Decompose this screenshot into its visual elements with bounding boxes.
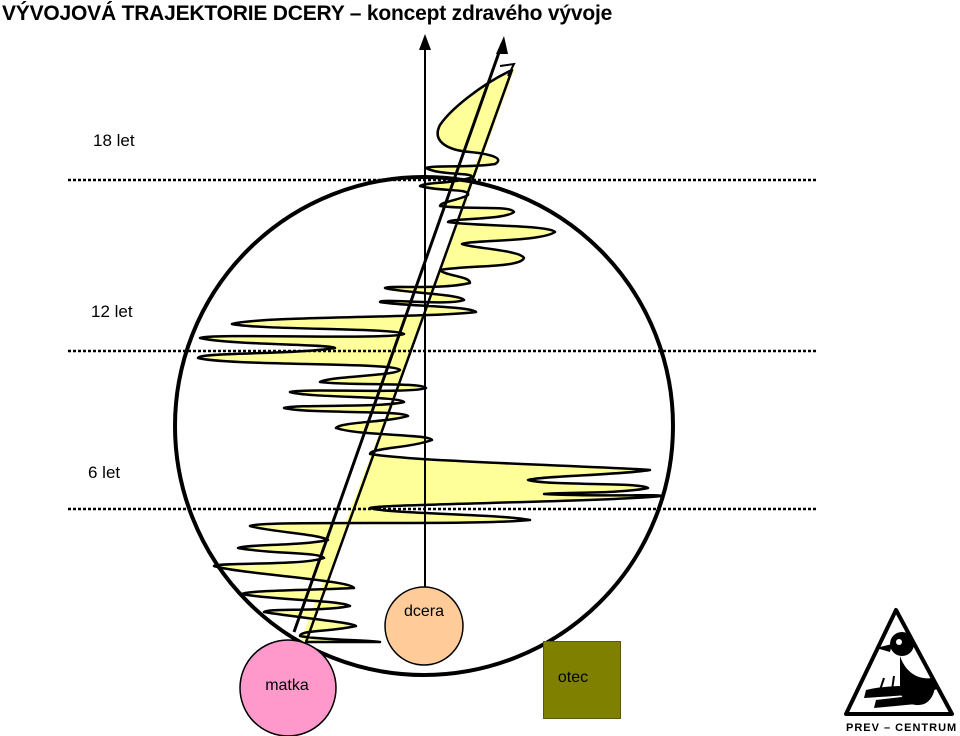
prev-centrum-logo — [844, 608, 954, 716]
page-title: VÝVOJOVÁ TRAJEKTORIE DCERY – koncept zdr… — [2, 2, 613, 25]
mother-circle — [239, 639, 337, 736]
logo-text: PREV – CENTRUM — [846, 722, 958, 734]
trajectory-band — [300, 68, 515, 642]
vertical-arrowhead — [419, 34, 431, 50]
trajectory-axis — [292, 43, 504, 633]
age-label-18: 18 let — [93, 131, 135, 150]
father-label: otec — [557, 669, 589, 686]
mother-label: matka — [265, 677, 309, 694]
zigzag-arrowhead — [499, 62, 516, 77]
daughter-label: dcera — [403, 603, 445, 620]
trajectory-zigzag — [196, 68, 664, 644]
trajectory-arrowhead — [496, 36, 508, 54]
father-box — [543, 641, 621, 719]
age-label-12: 12 let — [91, 302, 133, 321]
daughter-circle — [384, 586, 464, 666]
age-label-6: 6 let — [88, 463, 121, 482]
